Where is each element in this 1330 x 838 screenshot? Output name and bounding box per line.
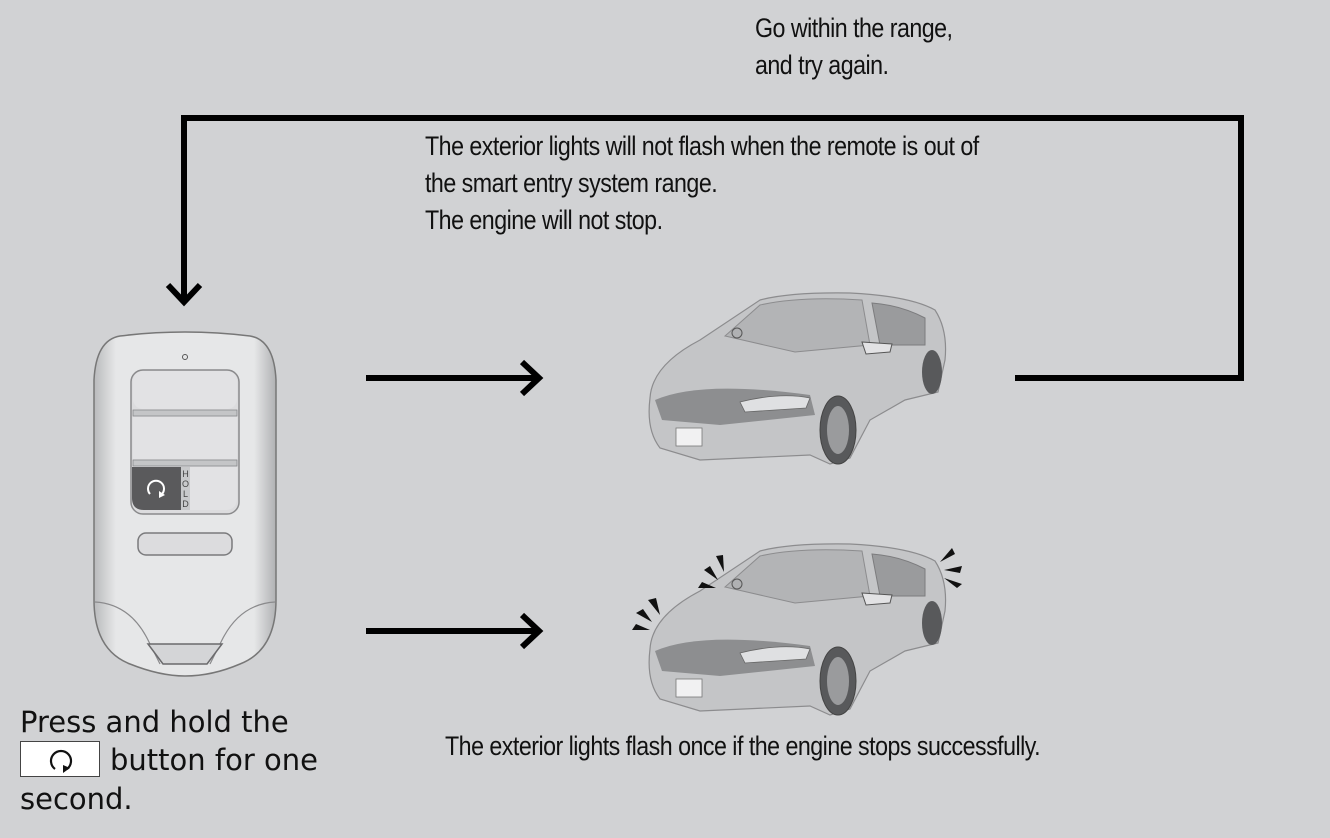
retry-arrowhead [165,282,203,307]
instruction-line-2-text: button for one [110,743,318,777]
engine-start-stop-icon [147,479,165,498]
out-of-range-note-line: The exterior lights will not flash when … [425,131,979,161]
retry-loop-line [181,115,1244,381]
engine-start-button[interactable] [132,467,181,510]
engine-button-graphic [20,741,100,777]
retry-note-line: Go within the range, [755,13,953,43]
hold-label: H O L D [182,469,189,509]
car-image [648,543,947,716]
unlock-button[interactable] [133,417,237,459]
light-flash-marks [632,548,962,630]
svg-text:O: O [182,479,189,489]
instruction-text: Press and hold the button for one second… [20,703,318,818]
license-plate [675,678,703,698]
success-note: The exterior lights flash once if the en… [445,731,1041,761]
key-release-slot [137,532,233,556]
out-of-range-note-line: the smart entry system range. [425,168,718,198]
arrowhead-out-of-range [519,359,544,397]
trunk-button[interactable] [190,467,237,510]
engine-start-stop-icon [49,749,73,773]
out-of-range-note-line: The engine will not stop. [425,205,663,235]
arrowhead-success [519,612,544,650]
car-image [648,292,947,465]
svg-text:L: L [183,489,188,499]
retry-note-line: and try again. [755,50,889,80]
led-indicator [182,354,188,360]
out-of-range-note: The exterior lights will not flash when … [425,128,979,239]
instruction-line-1: Press and hold the [20,705,289,739]
svg-text:H: H [182,469,189,479]
instruction-line-2: button for one [20,741,318,780]
key-ring-slot [146,643,224,665]
lock-button[interactable] [133,371,237,409]
instruction-line-3: second. [20,782,133,816]
license-plate [675,427,703,447]
svg-text:D: D [182,499,189,509]
retry-note: Go within the range, and try again. [755,10,953,84]
